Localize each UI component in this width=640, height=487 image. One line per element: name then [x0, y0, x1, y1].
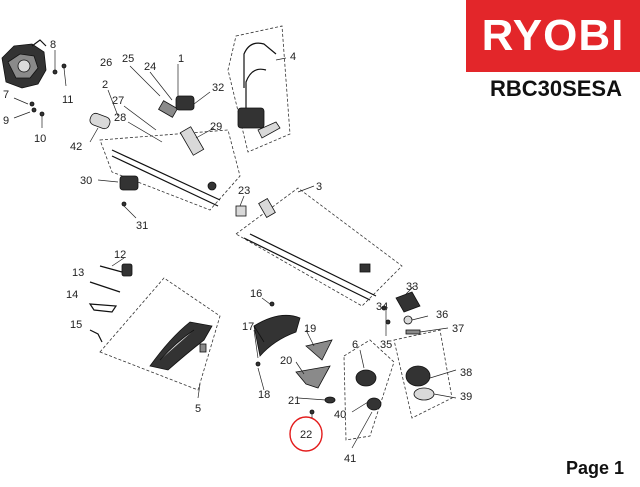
callout-29: 29 — [210, 121, 222, 133]
callout-13: 13 — [72, 267, 84, 279]
callout-3: 3 — [316, 181, 322, 193]
callout-37: 37 — [452, 323, 464, 335]
callout-14: 14 — [66, 289, 78, 301]
callout-36: 36 — [436, 309, 448, 321]
callout-1: 1 — [178, 53, 184, 65]
callout-26: 26 — [100, 57, 112, 69]
callout-19: 19 — [304, 323, 316, 335]
leader-lines — [97, 57, 457, 449]
callout-38: 38 — [460, 367, 472, 379]
brand-logo-text: RYOBI — [481, 11, 625, 60]
callout-16: 16 — [250, 288, 262, 300]
callout-numbers: 1 2 3 4 5 6 7 8 9 10 11 12 13 14 15 16 1… — [3, 39, 472, 465]
callout-12: 12 — [114, 249, 126, 261]
trimmer-head-panel — [393, 329, 453, 419]
callout-34: 34 — [376, 301, 388, 313]
sleeve-part — [89, 112, 111, 143]
callout-27: 27 — [112, 95, 124, 107]
callout-24: 24 — [144, 61, 156, 73]
callout-8: 8 — [50, 39, 56, 51]
shaft-assembly-panel — [99, 95, 241, 219]
callout-31: 31 — [136, 220, 148, 232]
ryobi-logo: RYOBI — [466, 0, 640, 72]
callout-4: 4 — [290, 51, 296, 63]
highlight-ring — [289, 416, 323, 452]
pole-assembly-panel — [235, 187, 403, 307]
callout-10: 10 — [34, 133, 46, 145]
callout-5: 5 — [195, 403, 201, 415]
callout-15: 15 — [70, 319, 82, 331]
callout-39: 39 — [460, 391, 472, 403]
callout-33: 33 — [406, 281, 418, 293]
callout-21: 21 — [288, 395, 300, 407]
callout-32: 32 — [212, 82, 224, 94]
callout-35: 35 — [380, 339, 392, 351]
callout-28: 28 — [114, 112, 126, 124]
blade-guard-stack — [253, 301, 336, 415]
callout-22: 22 — [300, 429, 312, 441]
page-label: Page 1 — [565, 458, 624, 478]
callout-11: 11 — [62, 94, 73, 106]
gear-hardware — [381, 291, 421, 335]
gear-head-panel — [343, 339, 395, 441]
model-number: RBC30SESA — [489, 76, 622, 101]
callout-25: 25 — [122, 53, 134, 65]
harness-hardware — [88, 263, 133, 343]
engine-fasteners — [13, 50, 67, 128]
callout-7: 7 — [3, 89, 9, 101]
shoulder-guard-panel — [99, 277, 221, 391]
callout-9: 9 — [3, 115, 9, 127]
spacer-part — [235, 205, 247, 217]
handle-assembly-panel — [227, 25, 291, 153]
callout-6: 6 — [352, 339, 358, 351]
callout-2: 2 — [102, 79, 108, 91]
callout-41: 41 — [344, 453, 356, 465]
callout-23: 23 — [238, 185, 250, 197]
engine-illustration — [1, 39, 47, 89]
callout-30: 30 — [80, 175, 92, 187]
callout-42: 42 — [70, 141, 82, 153]
callout-20: 20 — [280, 355, 292, 367]
callout-40: 40 — [334, 409, 346, 421]
callout-18: 18 — [258, 389, 270, 401]
callout-17: 17 — [242, 321, 254, 333]
